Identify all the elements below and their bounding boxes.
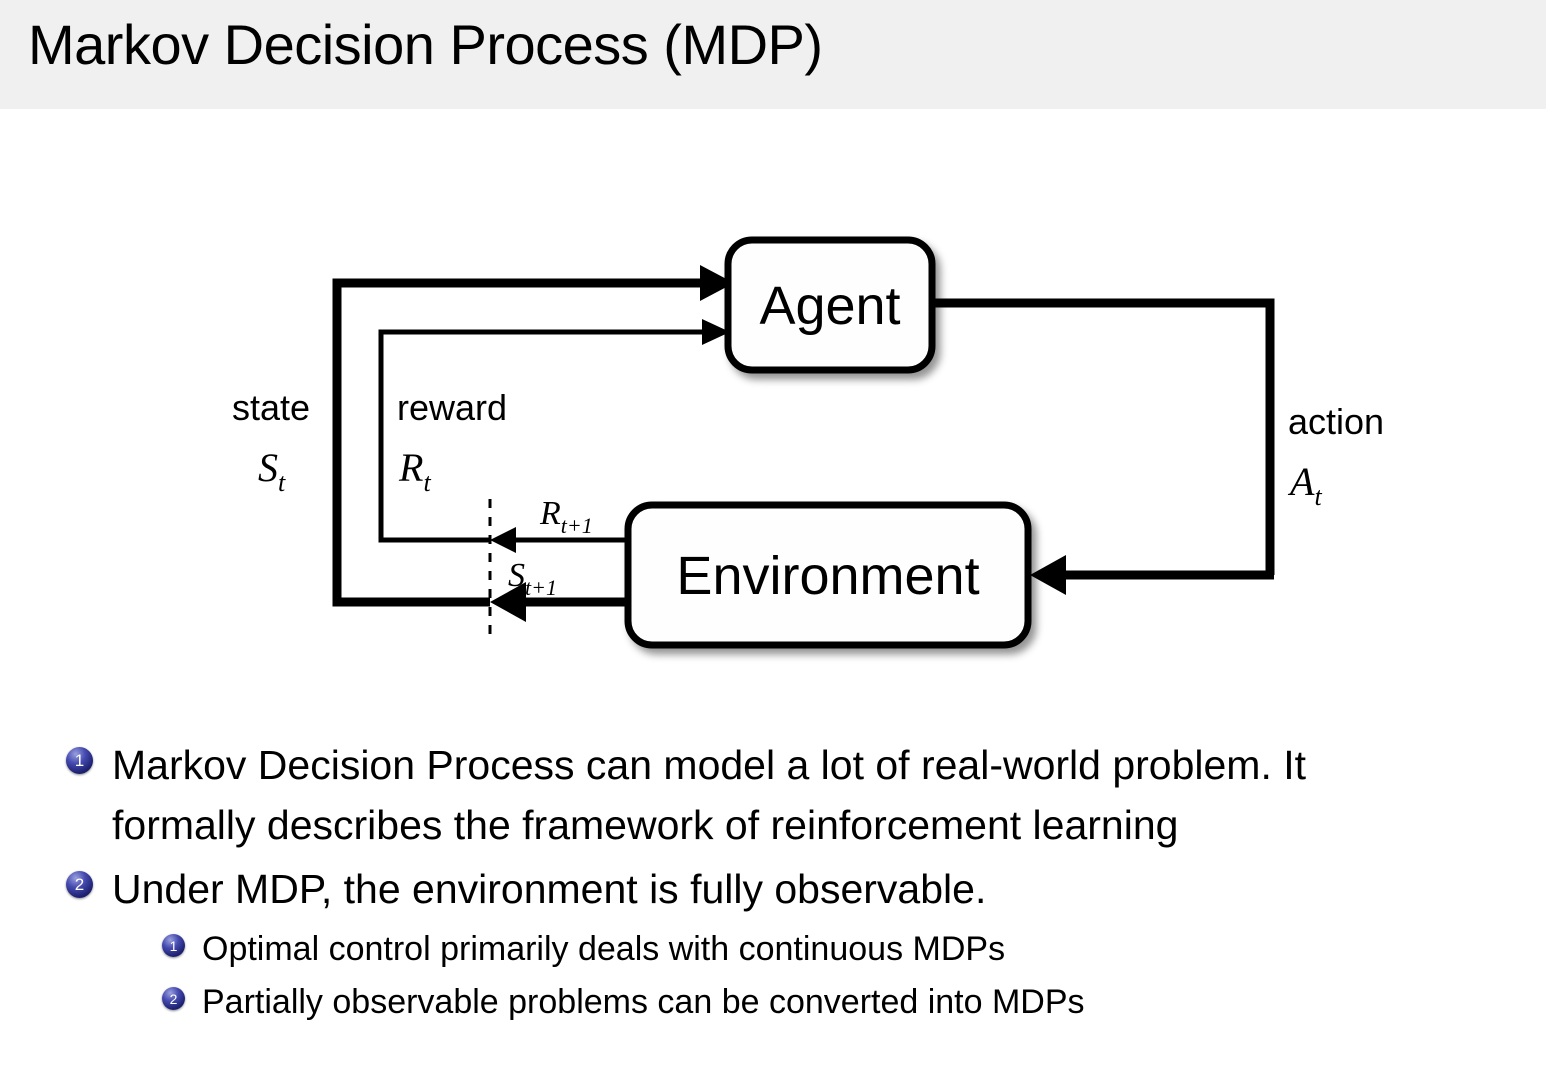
action-symbol: At bbox=[1287, 459, 1322, 511]
agent-node: Agent bbox=[724, 236, 936, 374]
reward-edge-label: reward bbox=[397, 387, 507, 428]
reward-edge bbox=[378, 319, 730, 543]
bullet-marker-1: 1 bbox=[66, 747, 93, 774]
action-edge-label: action bbox=[1288, 401, 1384, 442]
subbullet-text-1: Optimal control primarily deals with con… bbox=[202, 930, 1006, 968]
next-state-edge bbox=[490, 582, 630, 622]
agent-node-label: Agent bbox=[759, 276, 900, 336]
slide-header-bar: Markov Decision Process (MDP) bbox=[0, 0, 1546, 109]
environment-node: Environment bbox=[624, 501, 1032, 649]
next-state-symbol: St+1 bbox=[508, 557, 557, 600]
state-edge-label: state bbox=[232, 387, 310, 428]
next-reward-symbol: Rt+1 bbox=[539, 495, 593, 538]
page-title: Markov Decision Process (MDP) bbox=[28, 13, 823, 76]
bullet-text-2: Under MDP, the environment is fully obse… bbox=[112, 859, 1487, 919]
state-edge bbox=[332, 265, 734, 607]
bullet-line: Markov Decision Process can model a lot … bbox=[112, 742, 1307, 788]
bullet-text-1: Markov Decision Process can model a lot … bbox=[112, 735, 1487, 855]
subbullet-marker-1: 1 bbox=[162, 934, 185, 957]
sub-list-item: 2 Partially observable problems can be c… bbox=[0, 976, 1546, 1029]
list-item: 2 Under MDP, the environment is fully ob… bbox=[0, 859, 1546, 919]
next-reward-edge bbox=[490, 527, 630, 553]
list-item: 1 Markov Decision Process can model a lo… bbox=[0, 735, 1546, 855]
subbullet-text-2: Partially observable problems can be con… bbox=[202, 983, 1085, 1021]
bullet-list: 1 Markov Decision Process can model a lo… bbox=[0, 735, 1546, 1029]
environment-node-label: Environment bbox=[676, 546, 979, 606]
mdp-agent-environment-diagram: Agent Environment state St reward Rt act… bbox=[0, 109, 1546, 709]
subbullet-marker-2: 2 bbox=[162, 987, 185, 1010]
bullet-line: Under MDP, the environment is fully obse… bbox=[112, 866, 987, 912]
action-edge bbox=[934, 298, 1275, 595]
bullet-line: formally describes the framework of rein… bbox=[112, 802, 1179, 848]
reward-symbol: Rt bbox=[398, 445, 431, 497]
sub-list-item: 1 Optimal control primarily deals with c… bbox=[0, 923, 1546, 976]
bullet-marker-2: 2 bbox=[66, 871, 93, 898]
state-symbol: St bbox=[258, 445, 286, 497]
